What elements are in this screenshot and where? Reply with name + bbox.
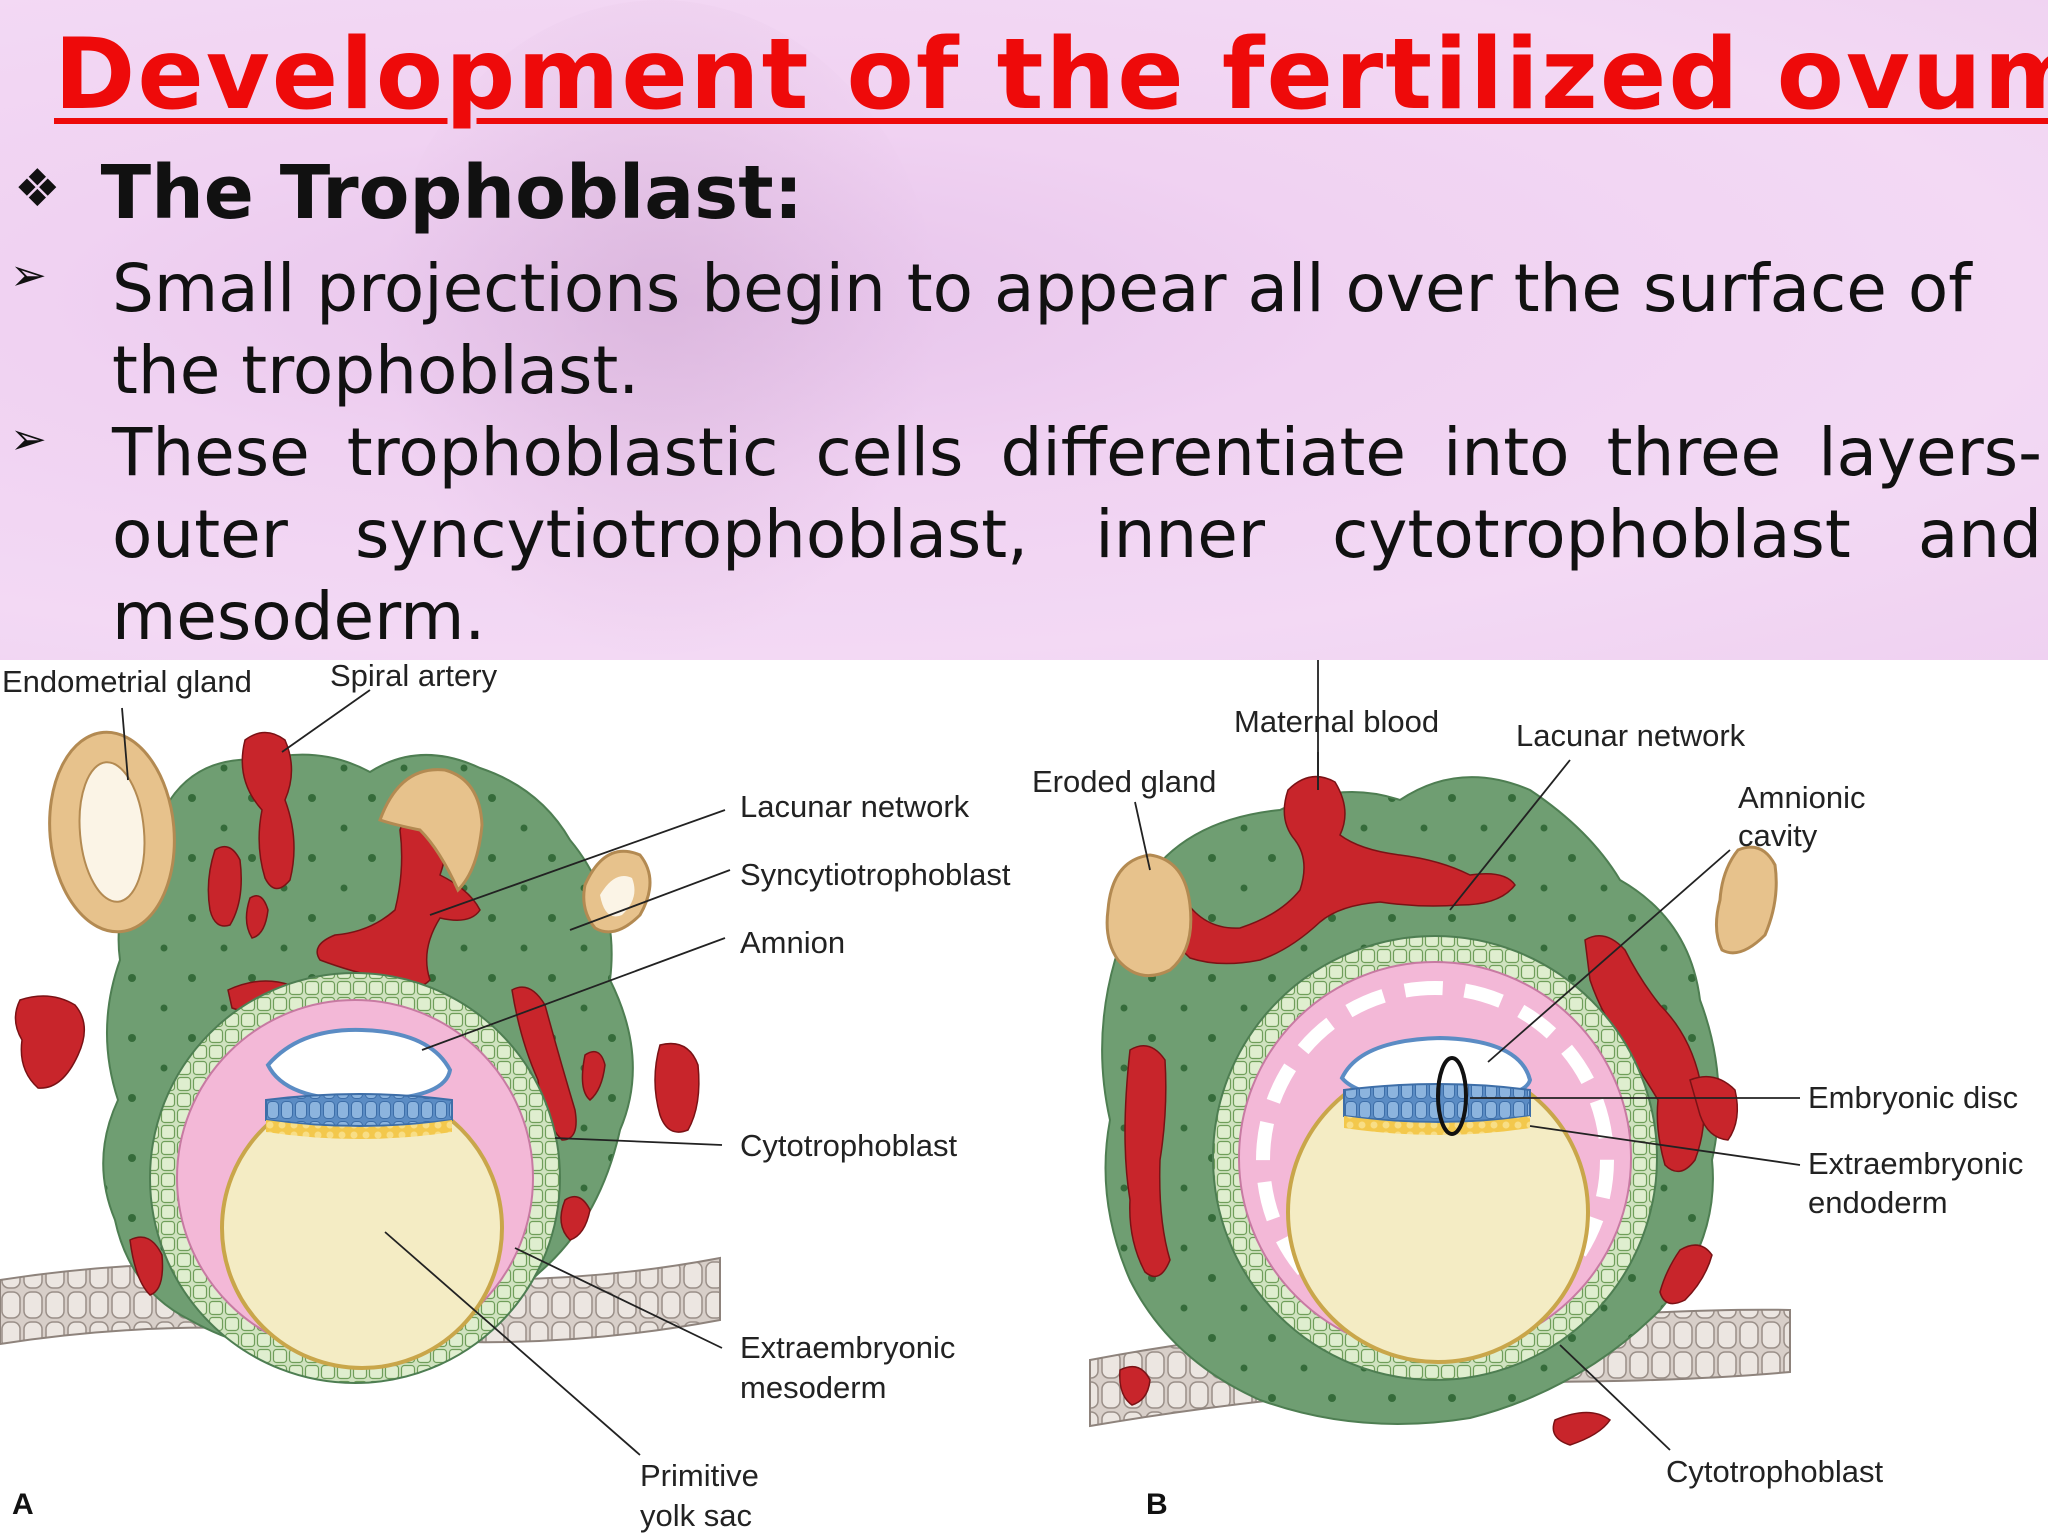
label-primitive-yolk-sac-line2: yolk sac xyxy=(640,1498,752,1533)
slide-title: Development of the fertilized ovum xyxy=(54,18,2048,132)
label-spiral-artery: Spiral artery xyxy=(330,660,498,693)
arrow-bullet-icon: ➢ xyxy=(10,414,47,465)
label-eroded-gland: Eroded gland xyxy=(1032,764,1216,799)
diamond-bullet-icon: ❖ xyxy=(14,159,61,219)
label-amnion: Amnion xyxy=(740,925,845,960)
label-extraembryonic-endoderm-line1: Extraembryonic xyxy=(1808,1146,2023,1181)
bullet-text-2: These trophoblastic cells differentiate … xyxy=(112,414,2042,655)
label-extraembryonic-mesoderm-line2: mesoderm xyxy=(740,1370,886,1405)
endometrial-gland-a xyxy=(48,730,652,934)
maternal-blood-b xyxy=(1154,775,1516,965)
leader-lines xyxy=(121,660,1801,1456)
label-lacunar-network-a: Lacunar network xyxy=(740,789,970,824)
panel-letter-b: B xyxy=(1146,1488,1168,1521)
labels-panel-b: Maternal blood Lacunar network Eroded gl… xyxy=(1032,704,2023,1521)
subtitle: ❖ The Trophoblast: xyxy=(14,150,803,236)
label-amnionic-cavity-line2: cavity xyxy=(1738,818,1818,853)
panel-letter-a: A xyxy=(12,1488,34,1521)
label-maternal-blood: Maternal blood xyxy=(1234,704,1439,739)
label-amnionic-cavity-line1: Amnionic xyxy=(1738,780,1866,815)
eroded-gland-b xyxy=(1105,845,1778,978)
label-cytotrophoblast-a: Cytotrophoblast xyxy=(740,1128,958,1163)
panel-a-diagram xyxy=(0,730,721,1384)
labels-panel-a: Endometrial gland Spiral artery Lacunar … xyxy=(2,660,1011,1533)
subtitle-text: The Trophoblast: xyxy=(100,150,804,236)
panel-b-diagram xyxy=(1089,775,1791,1446)
label-embryonic-disc: Embryonic disc xyxy=(1808,1080,2018,1115)
label-extraembryonic-mesoderm-line1: Extraembryonic xyxy=(740,1330,955,1365)
hypoblast-a xyxy=(266,1120,452,1139)
label-extraembryonic-endoderm-line2: endoderm xyxy=(1808,1185,1948,1220)
label-endometrial-gland: Endometrial gland xyxy=(2,664,252,699)
epiblast-a xyxy=(265,1093,453,1127)
label-cytotrophoblast-b: Cytotrophoblast xyxy=(1666,1454,1884,1489)
trophoblast-diagram: Endometrial gland Spiral artery Lacunar … xyxy=(0,660,2023,1533)
extraembryonic-endoderm-b xyxy=(1344,1116,1530,1135)
bullet-text-1: Small projections begin to appear all ov… xyxy=(112,250,1972,409)
background-face-image xyxy=(380,0,940,660)
label-primitive-yolk-sac-line1: Primitive xyxy=(640,1458,759,1493)
label-syncytiotrophoblast: Syncytiotrophoblast xyxy=(740,857,1011,892)
spiral-artery-a xyxy=(241,731,295,890)
label-lacunar-network-b: Lacunar network xyxy=(1516,718,1746,753)
lacuna-outside-a xyxy=(14,995,700,1133)
arrow-bullet-icon: ➢ xyxy=(10,250,47,301)
embryonic-disc-marker-b xyxy=(1436,1056,1468,1136)
slide-header-background xyxy=(0,0,2048,660)
